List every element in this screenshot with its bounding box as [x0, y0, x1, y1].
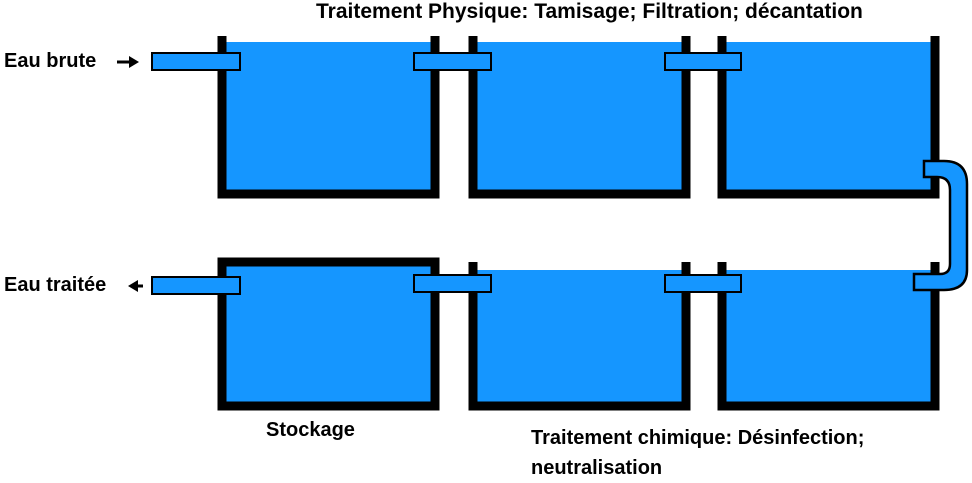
tank-top-3 — [717, 36, 940, 199]
pipe-bottom-1-2 — [413, 274, 492, 293]
storage-label: Stockage — [266, 419, 355, 441]
inlet-pipe — [151, 52, 241, 71]
tank-top-2 — [468, 36, 691, 199]
arrow-left-icon — [128, 280, 143, 292]
tank-top-1 — [217, 36, 440, 199]
outlet-pipe — [151, 276, 241, 295]
pipe-top-2-3 — [664, 52, 742, 71]
arrow-right-icon — [117, 56, 139, 68]
pipe-top-1-2 — [413, 52, 492, 71]
u-bend-pipe — [912, 159, 969, 292]
chemical-label-line2: neutralisation — [531, 457, 663, 479]
chemical-label-line1: Traitement chimique: Désinfection; — [531, 427, 865, 449]
storage-tank — [217, 257, 440, 411]
pipe-bottom-2-3 — [664, 274, 742, 293]
chemical-treatment-label: Traitement chimique: Désinfection; neutr… — [531, 423, 864, 483]
inlet-label: Eau brute — [4, 50, 97, 72]
physical-treatment-title: Traitement Physique: Tamisage; Filtratio… — [316, 0, 863, 23]
tank-bottom-3 — [717, 262, 940, 411]
outlet-label: Eau traitée — [4, 274, 107, 296]
tank-bottom-2 — [468, 262, 691, 411]
